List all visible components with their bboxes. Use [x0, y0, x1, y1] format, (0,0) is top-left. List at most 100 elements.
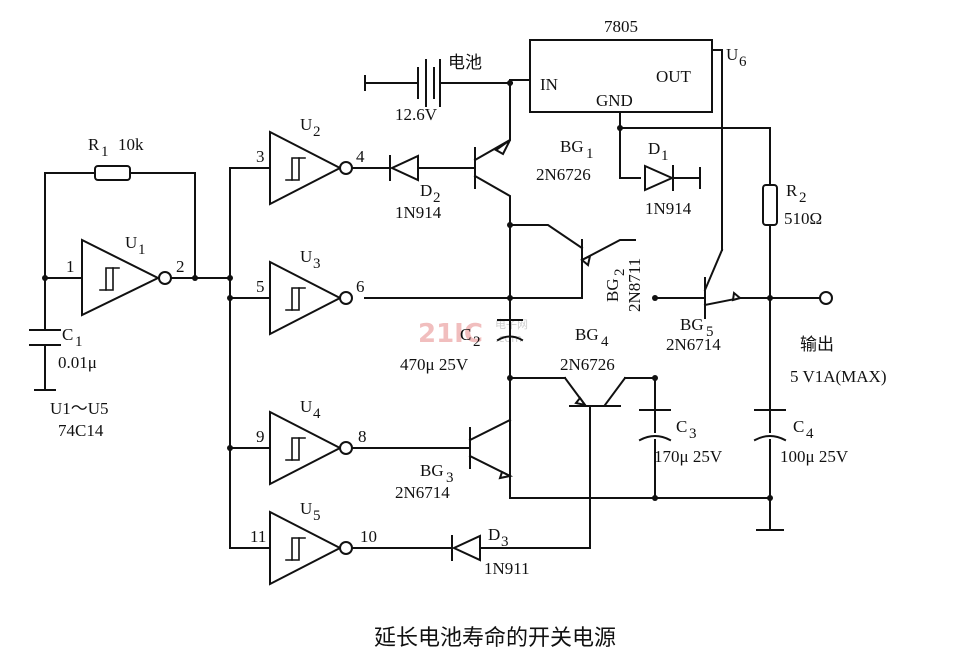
diode-d2: D 2 1N914	[389, 154, 442, 222]
r1-label: R	[88, 135, 100, 154]
diagram-caption: 延长电池寿命的开关电源	[374, 626, 616, 651]
transistor-bg4: BG 4 2N6726	[560, 325, 615, 407]
c1-sub: 1	[75, 334, 83, 350]
c1-label: C	[62, 325, 73, 344]
c2-value: 470μ 25V	[400, 355, 469, 374]
c2-label: C	[460, 325, 471, 344]
output-label: 输出	[800, 335, 834, 354]
u5-label: U	[300, 499, 312, 518]
r2-label: R	[786, 181, 798, 200]
d3-label: D	[488, 525, 500, 544]
bg1-type: 2N6726	[536, 165, 591, 184]
d2-type: 1N914	[395, 203, 442, 222]
r2-value: 510Ω	[784, 209, 822, 228]
pin-5: 5	[256, 277, 265, 296]
capacitor-c4: C 4 100μ 25V	[753, 409, 849, 466]
bg3-label: BG	[420, 461, 444, 480]
bg5-sub: 5	[706, 324, 714, 340]
bg1-label: BG	[560, 137, 584, 156]
pin-10: 10	[360, 527, 377, 546]
capacitor-c3: C 3 170μ 25V	[638, 409, 723, 466]
capacitor-c2: C 2 470μ 25V	[400, 319, 524, 374]
transistor-bg1: BG 1 2N6726	[494, 137, 594, 184]
regulator-gnd-label: GND	[596, 91, 633, 110]
schmitt-inverter-u4: U 4 9 8	[256, 397, 367, 486]
bg2-type: 2N8711	[625, 258, 644, 312]
bg1-sub: 1	[586, 146, 594, 162]
c3-label: C	[676, 417, 687, 436]
c4-sub: 4	[806, 426, 814, 442]
bg4-label: BG	[575, 325, 599, 344]
u6-label: U	[726, 45, 738, 64]
c3-sub: 3	[689, 426, 697, 442]
watermark: 21IC 电子网 .com	[418, 318, 528, 349]
bg4-sub: 4	[601, 334, 609, 350]
watermark-sub2: .com	[495, 332, 522, 345]
r2-sub: 2	[799, 190, 807, 206]
schmitt-inverter-u3: U 3 5 6	[256, 247, 365, 336]
r1-value: 10k	[118, 135, 144, 154]
pin-8: 8	[358, 427, 367, 446]
d1-label: D	[648, 139, 660, 158]
u3-label: U	[300, 247, 312, 266]
u6-sub: 6	[739, 54, 747, 70]
bg5-label: BG	[680, 315, 704, 334]
pin-9: 9	[256, 427, 265, 446]
c1-value: 0.01μ	[58, 353, 97, 372]
watermark-sub1: 电子网	[495, 318, 528, 331]
c4-label: C	[793, 417, 804, 436]
d3-type: 1N911	[484, 559, 530, 578]
bg3-type: 2N6714	[395, 483, 450, 502]
c4-value: 100μ 25V	[780, 447, 849, 466]
transistor-bg2: BG 2 2N8711	[580, 254, 644, 312]
u4-label: U	[300, 397, 312, 416]
ic-type-label: 74C14	[58, 421, 104, 440]
ic-range-label: U1～U5	[50, 399, 109, 418]
schmitt-inverter-u1: U 1 1 2	[66, 233, 185, 317]
transistor-bg3: BG 3 2N6714	[395, 461, 514, 502]
output-spec: 5 V1A(MAX)	[790, 367, 887, 386]
regulator-out-label: OUT	[656, 67, 692, 86]
bg2-label: BG	[603, 278, 622, 302]
diode-d3: D 3 1N911	[451, 525, 530, 578]
junctions	[42, 80, 773, 501]
regulator-in-label: IN	[540, 75, 558, 94]
bg4-type: 2N6726	[560, 355, 615, 374]
u1-sub: 1	[138, 242, 146, 258]
schmitt-inverter-u2: U 2 3 4	[256, 115, 365, 206]
resistor-r1: R 1 10k	[88, 135, 144, 181]
u2-sub: 2	[313, 124, 321, 140]
schmitt-inverter-u5: U 5 11 10	[250, 499, 377, 586]
pin-3: 3	[256, 147, 265, 166]
d1-sub: 1	[661, 148, 669, 164]
d2-label: D	[420, 181, 432, 200]
u5-sub: 5	[313, 508, 321, 524]
resistor-r2: R 2 510Ω	[762, 181, 822, 228]
transistor-bg5: BG 5 2N6714	[666, 291, 743, 354]
pin-11: 11	[250, 527, 266, 546]
c3-value: 170μ 25V	[654, 447, 723, 466]
pin-4: 4	[356, 147, 365, 166]
output-terminal: 输出 5 V1A(MAX)	[790, 291, 887, 386]
u3-sub: 3	[313, 256, 321, 272]
pin-2: 2	[176, 257, 185, 276]
u4-sub: 4	[313, 406, 321, 422]
pin-6: 6	[356, 277, 365, 296]
u2-label: U	[300, 115, 312, 134]
bg5-type: 2N6714	[666, 335, 721, 354]
regulator-7805: 7805 IN OUT GND U 6	[529, 17, 747, 113]
battery-symbol: 电池 12.6V	[395, 53, 482, 124]
pin-1: 1	[66, 257, 75, 276]
diode-d1: D 1 1N914	[644, 139, 692, 218]
watermark-logo: 21IC	[418, 319, 483, 349]
capacitor-c1: C 1 0.01μ U1～U5 74C14	[29, 325, 109, 440]
bg3-sub: 3	[446, 470, 454, 486]
d2-sub: 2	[433, 190, 441, 206]
bg2-sub: 2	[612, 269, 628, 277]
d1-type: 1N914	[645, 199, 692, 218]
c2-sub: 2	[473, 334, 481, 350]
battery-label: 电池	[448, 53, 482, 72]
u1-label: U	[125, 233, 137, 252]
